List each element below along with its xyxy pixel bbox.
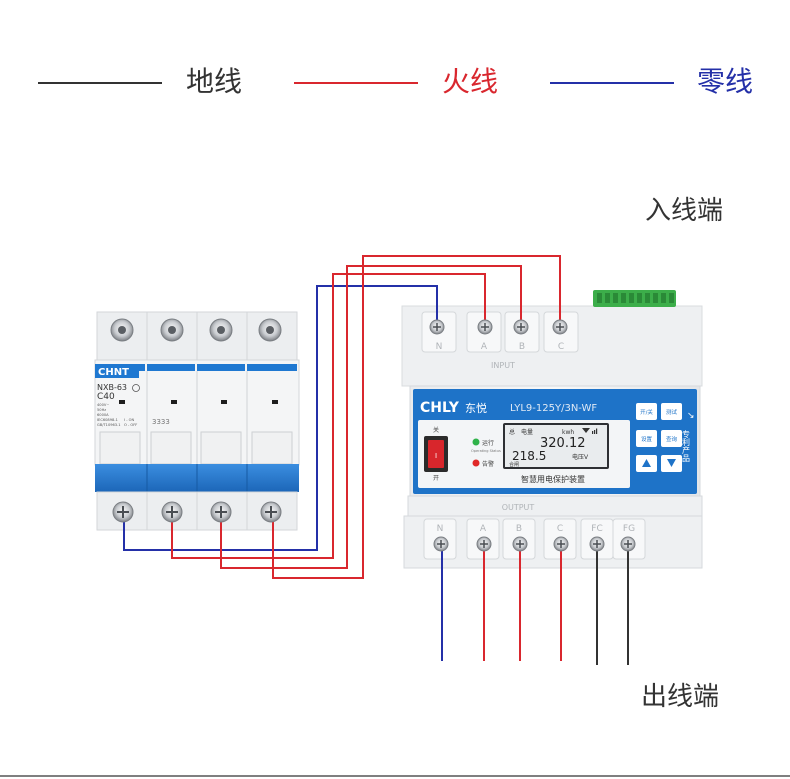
device-brand-cn: 东悦 [465, 401, 487, 415]
ground-legend-label: 地线 [186, 65, 243, 98]
device-subtitle: 智慧用电保护装置 [521, 474, 585, 484]
screw-icon [161, 501, 183, 523]
screw-icon [553, 536, 569, 552]
input-terminal-label-b: B [519, 342, 525, 352]
live-wire-c-input [272, 255, 561, 579]
arrow-down-icon [667, 459, 676, 467]
lcd-total-label: 总 [509, 428, 515, 436]
switch-off-label: 关 [433, 426, 439, 434]
screw-icon [433, 536, 449, 552]
device-model: LYL9-125Y/3N-WF [510, 403, 597, 414]
screw-icon [209, 318, 233, 342]
screw-icon [258, 318, 282, 342]
output-terminal-label-c: C [557, 524, 563, 534]
live-wire-b-input [220, 265, 522, 569]
lcd-kwh-unit: kwh [562, 429, 574, 436]
test-button[interactable] [661, 403, 682, 420]
test-button-label: 测试 [666, 408, 678, 416]
live-legend-line [294, 82, 418, 84]
breaker-spec-line: 6000A [97, 413, 109, 417]
input-end-label: 入线端 [645, 196, 724, 226]
query-button-label: 查询 [666, 435, 678, 443]
output-terminal-label-a: A [480, 524, 487, 534]
switch-glyph: I [435, 452, 437, 460]
svg-text:专利产品: 专利产品 [682, 429, 691, 463]
neutral-legend-label: 零线 [697, 65, 754, 98]
run-indicator-label: 运行 [482, 439, 494, 447]
breaker-on-label: I - ON [124, 418, 134, 422]
screw-icon [110, 318, 134, 342]
power-toggle-button[interactable] [636, 403, 657, 420]
screw-icon [260, 501, 282, 523]
screw-icon [552, 319, 568, 335]
alarm-indicator-led [472, 459, 480, 467]
run-indicator-sublabel: Operating Status [471, 449, 501, 453]
breaker-spec-line: IEC60898-1 [97, 418, 118, 422]
svg-text:↘: ↘ [687, 411, 695, 421]
signal-icon [582, 428, 598, 434]
settings-button[interactable] [636, 430, 657, 447]
lcd-status: 合闸 [509, 461, 519, 468]
breaker-handles[interactable] [99, 431, 293, 465]
breaker-off-label: O - OFF [124, 423, 137, 427]
output-terminal-label-fg: FG [623, 524, 635, 534]
breaker-brand: CHNT [98, 367, 129, 378]
lcd-voltage-value: 218.5 [512, 449, 546, 463]
screw-icon [620, 536, 636, 552]
device-brand: CHLY [420, 400, 460, 416]
run-indicator-led [472, 438, 480, 446]
alarm-indicator-label: 告警 [482, 460, 494, 468]
screw-icon [160, 318, 184, 342]
lcd-energy-value: 320.12 [540, 436, 586, 451]
input-terminal-label-c: C [558, 342, 564, 352]
output-caption: OUTPUT [502, 503, 535, 512]
screw-icon [589, 536, 605, 552]
switch-on-label: 开 [433, 475, 439, 482]
input-terminal-label-a: A [481, 342, 488, 352]
power-switch[interactable]: 关 I 开 [424, 426, 448, 482]
breaker-digits: 3333 [152, 418, 170, 426]
power-toggle-button-label: 开/关 [640, 408, 653, 416]
breaker-brand-badge [95, 364, 139, 378]
query-button[interactable] [661, 430, 682, 447]
screw-icon [210, 501, 232, 523]
output-end-label: 出线端 [641, 682, 720, 712]
patent-mark: ↘ 专利产品 [682, 411, 695, 463]
output-terminal-label-fc: FC [591, 524, 602, 534]
protection-device: N A B C INPUT CHLY 东悦 LYL9-125Y/3N-WF 关 … [401, 290, 703, 569]
breaker-rating: C40 [97, 392, 115, 402]
screw-icon [476, 536, 492, 552]
screw-icon [429, 319, 445, 335]
lcd-voltage-label: 电压V [572, 453, 589, 461]
circuit-breaker: CHNT NXB-63 C40 400V~ 50Hz 6000A IEC6089… [94, 311, 300, 531]
ground-legend-line [38, 82, 162, 84]
screw-icon [512, 536, 528, 552]
green-terminal-strip [593, 290, 676, 307]
input-terminal-label-n: N [436, 342, 443, 352]
neutral-wire-input [123, 285, 438, 551]
breaker-spec-line: GB/T10963.1 [97, 423, 121, 427]
screw-icon [513, 319, 529, 335]
lcd-display: 总 电量 kwh 320.12 218.5 电压V 合闸 [503, 423, 609, 469]
screws [110, 318, 636, 552]
live-legend-label: 火线 [442, 65, 499, 98]
output-terminal-label-n: N [437, 524, 444, 534]
screw-icon [477, 319, 493, 335]
breaker-model: NXB-63 [97, 383, 127, 392]
settings-button-label: 设置 [641, 435, 653, 443]
live-wire-a-input [171, 273, 486, 559]
certification-mark-icon [132, 384, 140, 392]
screw-icon [112, 501, 134, 523]
arrow-up-icon [642, 459, 651, 467]
output-terminal-label-b: B [516, 524, 522, 534]
input-caption: INPUT [491, 361, 515, 370]
lcd-energy-label: 电量 [521, 428, 533, 436]
wires [123, 255, 629, 665]
neutral-legend-line [550, 82, 674, 84]
breaker-spec-line: 400V~ [97, 403, 109, 407]
breaker-spec-line: 50Hz [97, 408, 106, 412]
